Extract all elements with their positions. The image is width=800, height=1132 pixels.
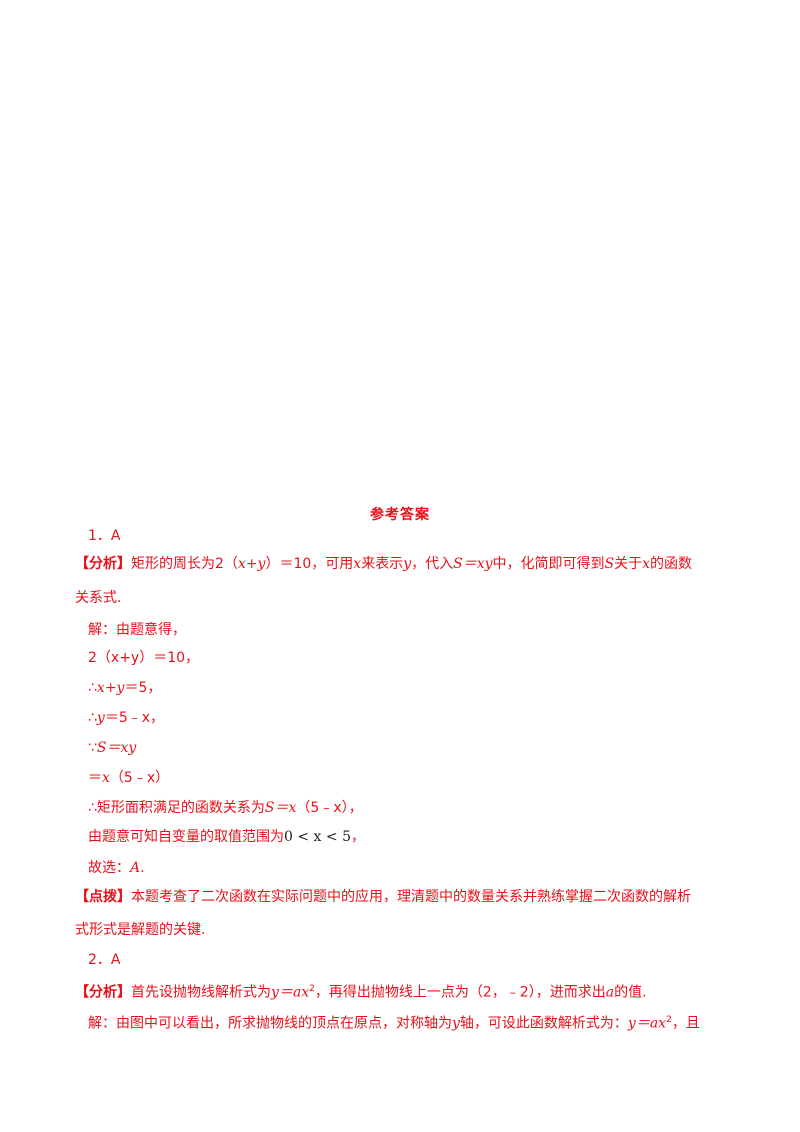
- text-segment: ，再得出抛物线上一点为（2，﹣2），进而求出: [314, 984, 606, 1001]
- analysis-tag: 【分析】: [75, 984, 131, 1001]
- q2-number: 2．A: [88, 952, 121, 968]
- math-var: y: [452, 1015, 460, 1032]
- exponent: 2: [666, 1015, 672, 1025]
- math-expr: x+y: [96, 680, 125, 696]
- q1-solution-intro: 解：由题意得，: [88, 622, 186, 638]
- q1-analysis-line2: 关系式.: [75, 590, 122, 606]
- text-segment: ，: [350, 829, 365, 845]
- text-segment: 本题考查了二次函数在实际问题中的应用，理清题中的数量关系并熟练掌握二次函数的解析: [131, 889, 691, 905]
- text-segment: 的函数: [650, 556, 693, 572]
- math-var: S: [604, 556, 615, 572]
- analysis-tag: 【分析】: [75, 556, 131, 572]
- q1-step1: 2（x+y）＝10，: [88, 650, 200, 666]
- q2-analysis: 【分析】首先设抛物线解析式为y＝ax2，再得出抛物线上一点为（2，﹣2），进而求…: [75, 979, 647, 1003]
- text-segment: ，且: [671, 1015, 700, 1032]
- q2-solution: 解：由图中可以看出，所求抛物线的顶点在原点，对称轴为y轴，可设此函数解析式为：y…: [88, 1010, 700, 1034]
- text-segment: ＝5，: [124, 680, 162, 696]
- math-var: y: [403, 556, 412, 572]
- therefore-symbol: ∴: [88, 710, 97, 726]
- math-expr: y＝ax: [627, 1015, 667, 1032]
- text-segment: ∴矩形面积满足的函数关系为: [88, 800, 265, 816]
- text-segment: 矩形的周长为2（: [131, 556, 238, 572]
- math-expr: S＝xy: [96, 740, 137, 756]
- q1-step6: ∴矩形面积满足的函数关系为S＝x（5﹣x），: [88, 798, 363, 818]
- text-segment: 的值.: [614, 984, 647, 1001]
- text-segment: 解：由图中可以看出，所求抛物线的顶点在原点，对称轴为: [88, 1015, 452, 1032]
- q1-analysis-line1: 【分析】矩形的周长为2（x+y）＝10，可用x来表示y，代入S＝xy中，化简即可…: [75, 554, 725, 574]
- q1-step4: ∵S＝xy: [88, 738, 136, 758]
- section-title: 参考答案: [370, 507, 430, 523]
- text-segment: 由题意可知自变量的取值范围为: [88, 829, 284, 845]
- math-var: y: [96, 710, 105, 726]
- math-expr: y＝ax: [271, 984, 310, 1001]
- text-segment: 来表示: [361, 556, 404, 572]
- math-expr: S＝xy: [453, 556, 493, 572]
- math-expr: S＝x: [264, 800, 297, 816]
- text-segment: 故选：: [88, 860, 130, 876]
- text-segment: ）＝10，可用: [265, 556, 354, 572]
- text-segment: 首先设抛物线解析式为: [131, 984, 271, 1001]
- math-var: x: [642, 556, 651, 572]
- q1-step2: ∴x+y＝5，: [88, 678, 161, 698]
- exponent: 2: [309, 984, 315, 994]
- text-segment: （5﹣x）: [109, 770, 170, 786]
- q1-number: 1．A: [88, 528, 121, 544]
- q1-tip-line1: 【点拨】本题考查了二次函数在实际问题中的应用，理清题中的数量关系并熟练掌握二次函…: [75, 887, 691, 907]
- math-expr: x+y: [237, 556, 266, 572]
- inequality: 0 < x < 5: [284, 829, 351, 845]
- q1-choice: 故选：A.: [88, 858, 145, 878]
- therefore-symbol: ∴: [88, 680, 97, 696]
- text-segment: .: [140, 860, 145, 876]
- answer-choice: A: [130, 860, 141, 876]
- text-segment: ＝5﹣x，: [104, 710, 165, 726]
- text-segment: 关于: [614, 556, 643, 572]
- q1-step7: 由题意可知自变量的取值范围为0 < x < 5，: [88, 827, 365, 847]
- math-var: a: [605, 984, 615, 1001]
- text-segment: 轴，可设此函数解析式为：: [459, 1015, 628, 1032]
- tip-tag: 【点拨】: [75, 889, 131, 905]
- q1-step3: ∴y＝5﹣x，: [88, 708, 164, 728]
- text-segment: （5﹣x），: [296, 800, 363, 816]
- text-segment: ，代入: [411, 556, 454, 572]
- q1-step5: ＝x（5﹣x）: [88, 768, 169, 788]
- q1-tip-line2: 式形式是解题的关键.: [75, 922, 206, 938]
- math-var: x: [102, 770, 110, 786]
- text-segment: ＝: [88, 770, 102, 786]
- because-symbol: ∵: [88, 740, 97, 756]
- math-var: x: [353, 556, 362, 572]
- text-segment: 中，化简即可得到: [492, 556, 605, 572]
